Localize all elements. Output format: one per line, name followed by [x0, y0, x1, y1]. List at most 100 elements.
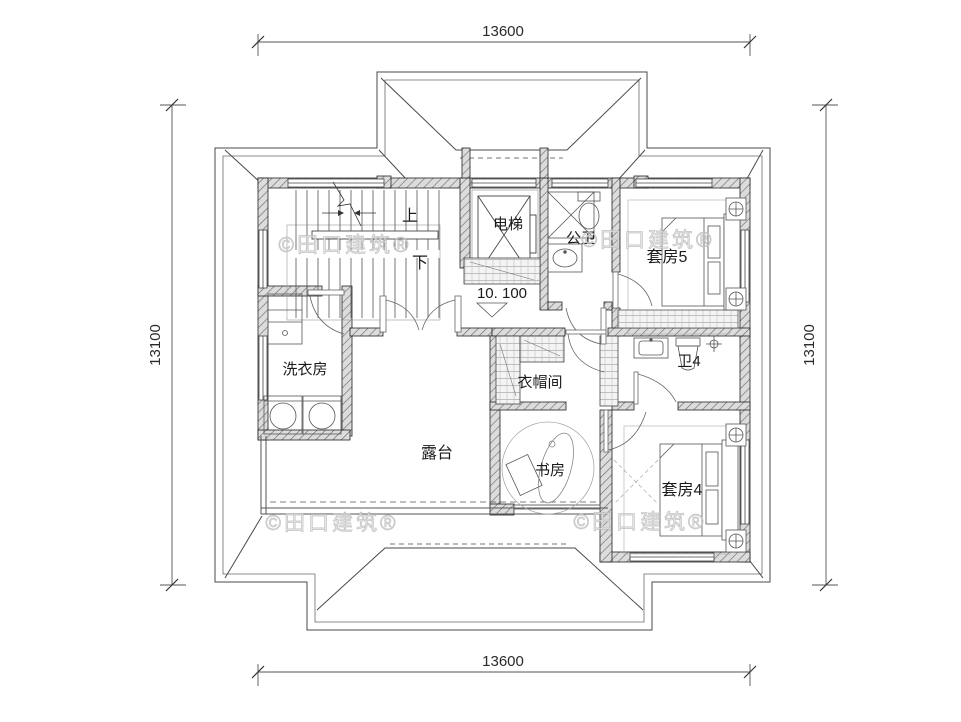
wall-mid-c	[607, 327, 751, 337]
cloakroom-wardrobes	[495, 335, 619, 407]
chair	[538, 432, 574, 504]
pillow	[705, 489, 719, 525]
wall-bath4-bottom-b	[677, 401, 751, 411]
wall-bath-bottom-a	[547, 301, 563, 311]
suite5-wardrobe	[617, 309, 739, 329]
laundry-fixtures	[263, 293, 342, 435]
hip-dormer-base	[378, 149, 646, 181]
room-label-laundry: 洗衣房	[282, 361, 327, 378]
wall-mid-b	[456, 327, 493, 337]
room-label-cloakroom: 衣帽间	[517, 374, 562, 391]
pillow	[705, 451, 719, 487]
wall-laundry-bottom	[257, 429, 351, 441]
wall-shaft-stub-left	[461, 147, 471, 179]
door-double	[379, 295, 462, 333]
dim-top-label: 13600	[482, 23, 524, 40]
stair-treads-lower	[295, 258, 440, 318]
room-label-study: 书房	[535, 462, 565, 479]
suite5-furniture	[617, 197, 747, 335]
watermark: ©田口建筑®	[279, 234, 412, 257]
doors	[307, 271, 677, 453]
wall-stair-elevator	[459, 177, 471, 269]
window	[258, 335, 268, 401]
elevation-label: 10. 100	[477, 285, 527, 302]
washer	[263, 395, 303, 435]
wall-cloak-top	[491, 327, 566, 337]
window	[551, 178, 609, 188]
cabinet	[267, 293, 303, 345]
pillow	[707, 261, 721, 295]
room-label-terrace: 露台	[421, 444, 453, 462]
wall-cloak-bottom	[489, 401, 567, 411]
stairs-down-label: 下	[412, 255, 428, 272]
door	[603, 409, 647, 453]
wall-bath-suite5-a	[611, 177, 621, 273]
window	[258, 229, 268, 289]
wall-shaft-stub-right	[539, 147, 549, 179]
watermark: ©田口建筑®	[266, 512, 399, 535]
light-symbol	[725, 529, 747, 553]
window	[629, 552, 715, 562]
windows	[258, 178, 750, 562]
rug	[501, 421, 595, 515]
light-symbol	[725, 287, 747, 311]
suite4-furniture	[613, 423, 747, 555]
room-label-suite5: 套房5	[647, 248, 688, 266]
wardrobe	[519, 335, 565, 363]
headboard	[721, 439, 739, 541]
watermark: ©田口建筑®	[574, 511, 707, 534]
wall-bath-bottom-b	[603, 301, 613, 311]
room-label-bath4: 卫4	[677, 353, 700, 370]
window	[287, 178, 385, 188]
hip-bottom-left	[224, 515, 263, 579]
shoe-closet	[463, 257, 541, 285]
stairs	[286, 181, 441, 321]
bath4-fixtures	[633, 336, 722, 371]
door	[612, 271, 653, 309]
dim-right-label: 13100	[801, 324, 818, 366]
door	[307, 289, 345, 335]
stair-break-line	[332, 181, 362, 227]
light-symbol	[725, 197, 747, 221]
elevation-marker: 10. 100	[475, 285, 527, 318]
stair-direction-arrows	[338, 210, 360, 216]
hip-top-dormer	[380, 77, 642, 151]
hip-bottom-dormer	[316, 547, 644, 611]
stairs-up-label: 上	[402, 207, 418, 225]
light-symbol	[725, 423, 747, 447]
desk	[505, 453, 543, 497]
dim-bottom-label: 13600	[482, 653, 524, 670]
door-swing-cross	[613, 459, 659, 505]
window	[740, 439, 750, 525]
sink	[547, 243, 583, 273]
shower	[547, 191, 595, 239]
wall-mid-a	[349, 327, 384, 337]
stair-handrail	[311, 230, 439, 240]
elevation-triangle-icon	[475, 302, 509, 318]
dimension-lines	[160, 34, 838, 686]
wall-laundry-right	[341, 285, 353, 437]
sink	[633, 337, 669, 359]
washer	[302, 395, 342, 435]
toilet	[675, 337, 701, 371]
stair-treads-upper	[295, 190, 440, 250]
room-label-public-bath: 公卫	[566, 230, 596, 247]
door	[565, 329, 607, 373]
wardrobe	[599, 335, 619, 407]
wall-terrace-post	[489, 503, 515, 516]
public-bath-fixtures	[547, 191, 601, 273]
shower-head	[706, 336, 722, 352]
toilet	[577, 191, 601, 230]
hip-top-left	[224, 149, 263, 185]
watermark: ©田口建筑®	[582, 229, 715, 252]
window	[635, 178, 713, 188]
room-label-elevator: 电梯	[493, 216, 523, 233]
wall-elevator-bath	[539, 177, 549, 311]
window	[471, 178, 537, 188]
room-label-suite4: 套房4	[662, 481, 703, 499]
pillow	[707, 225, 721, 259]
door	[633, 371, 677, 405]
study-furniture	[501, 421, 595, 515]
